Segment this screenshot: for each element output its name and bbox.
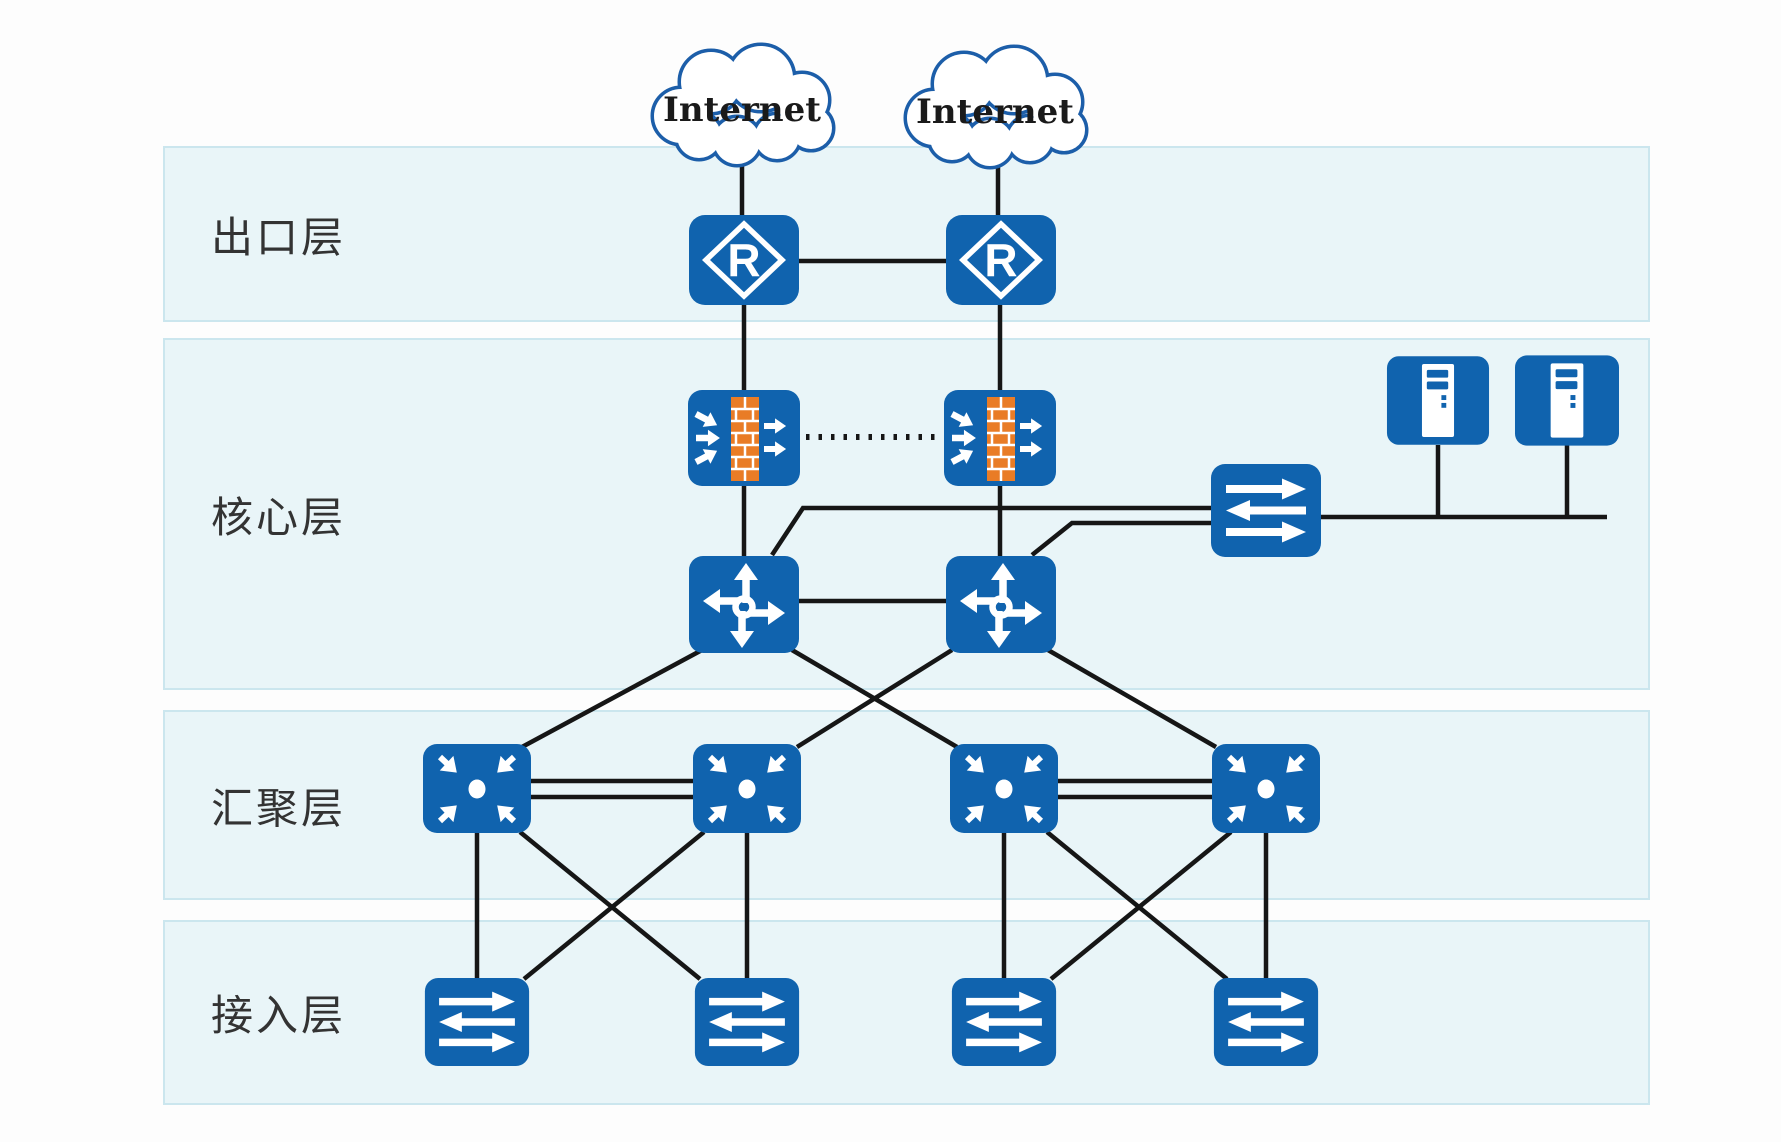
l2-switch-icon [1210,463,1322,558]
link-core1-serverswitch [770,505,1212,557]
layer-label-egress: 出口层 [211,213,347,261]
link-core1-agg1 [520,648,704,749]
link-core2-agg4 [1046,648,1218,749]
internet-label-2: Internet [916,92,1074,133]
firewall-2 [943,389,1057,487]
svg-text:R: R [984,234,1017,286]
firewall-icon [687,389,801,487]
access-switch-1 [422,977,532,1067]
server-switch [1210,463,1322,558]
firewall-icon [943,389,1057,487]
link-agg1-access2 [518,830,702,981]
layer-label-access: 接入层 [211,992,347,1039]
server-2 [1514,354,1620,447]
link-agg4-access3 [1049,830,1233,981]
internet-cloud-2: Internet [890,42,1100,177]
layer-label-core: 核心层 [211,493,347,541]
server-icon [1386,354,1490,447]
aggregation-switch-icon [692,743,802,834]
l2-switch-icon [949,977,1059,1067]
link-core2-agg2 [795,648,954,749]
aggregation-switch-icon [949,743,1059,834]
core-switch-1 [688,555,800,654]
internet-label-1: Internet [663,90,821,131]
link-agg2-access1 [522,830,706,981]
firewall-1 [687,389,801,487]
layer-band-egress: 出口层 [163,146,1650,322]
aggregation-switch-3 [949,743,1059,834]
internet-cloud-1: Internet [637,40,847,175]
layer-label-aggregation: 汇聚层 [211,784,347,832]
layer-band-aggregation: 汇聚层 [163,710,1650,900]
aggregation-switch-4 [1211,743,1321,834]
l3-switch-icon [688,555,800,654]
access-switch-3 [949,977,1059,1067]
link-core2-serverswitch [1030,520,1212,557]
server-1 [1386,354,1490,447]
access-switch-2 [692,977,802,1067]
aggregation-switch-icon [422,743,532,834]
link-agg3-access4 [1045,830,1229,981]
aggregation-switch-1 [422,743,532,834]
layer-band-access: 接入层 [163,920,1650,1105]
server-icon [1514,354,1620,447]
l2-switch-icon [1211,977,1321,1067]
router-icon: R [945,214,1057,306]
aggregation-switch-icon [1211,743,1321,834]
l3-switch-icon [945,555,1057,654]
l2-switch-icon [422,977,532,1067]
router-2: R [945,214,1057,306]
svg-text:R: R [727,234,760,286]
aggregation-switch-2 [692,743,802,834]
l2-switch-icon [692,977,802,1067]
core-switch-2 [945,555,1057,654]
access-switch-4 [1211,977,1321,1067]
router-icon: R [688,214,800,306]
router-1: R [688,214,800,306]
